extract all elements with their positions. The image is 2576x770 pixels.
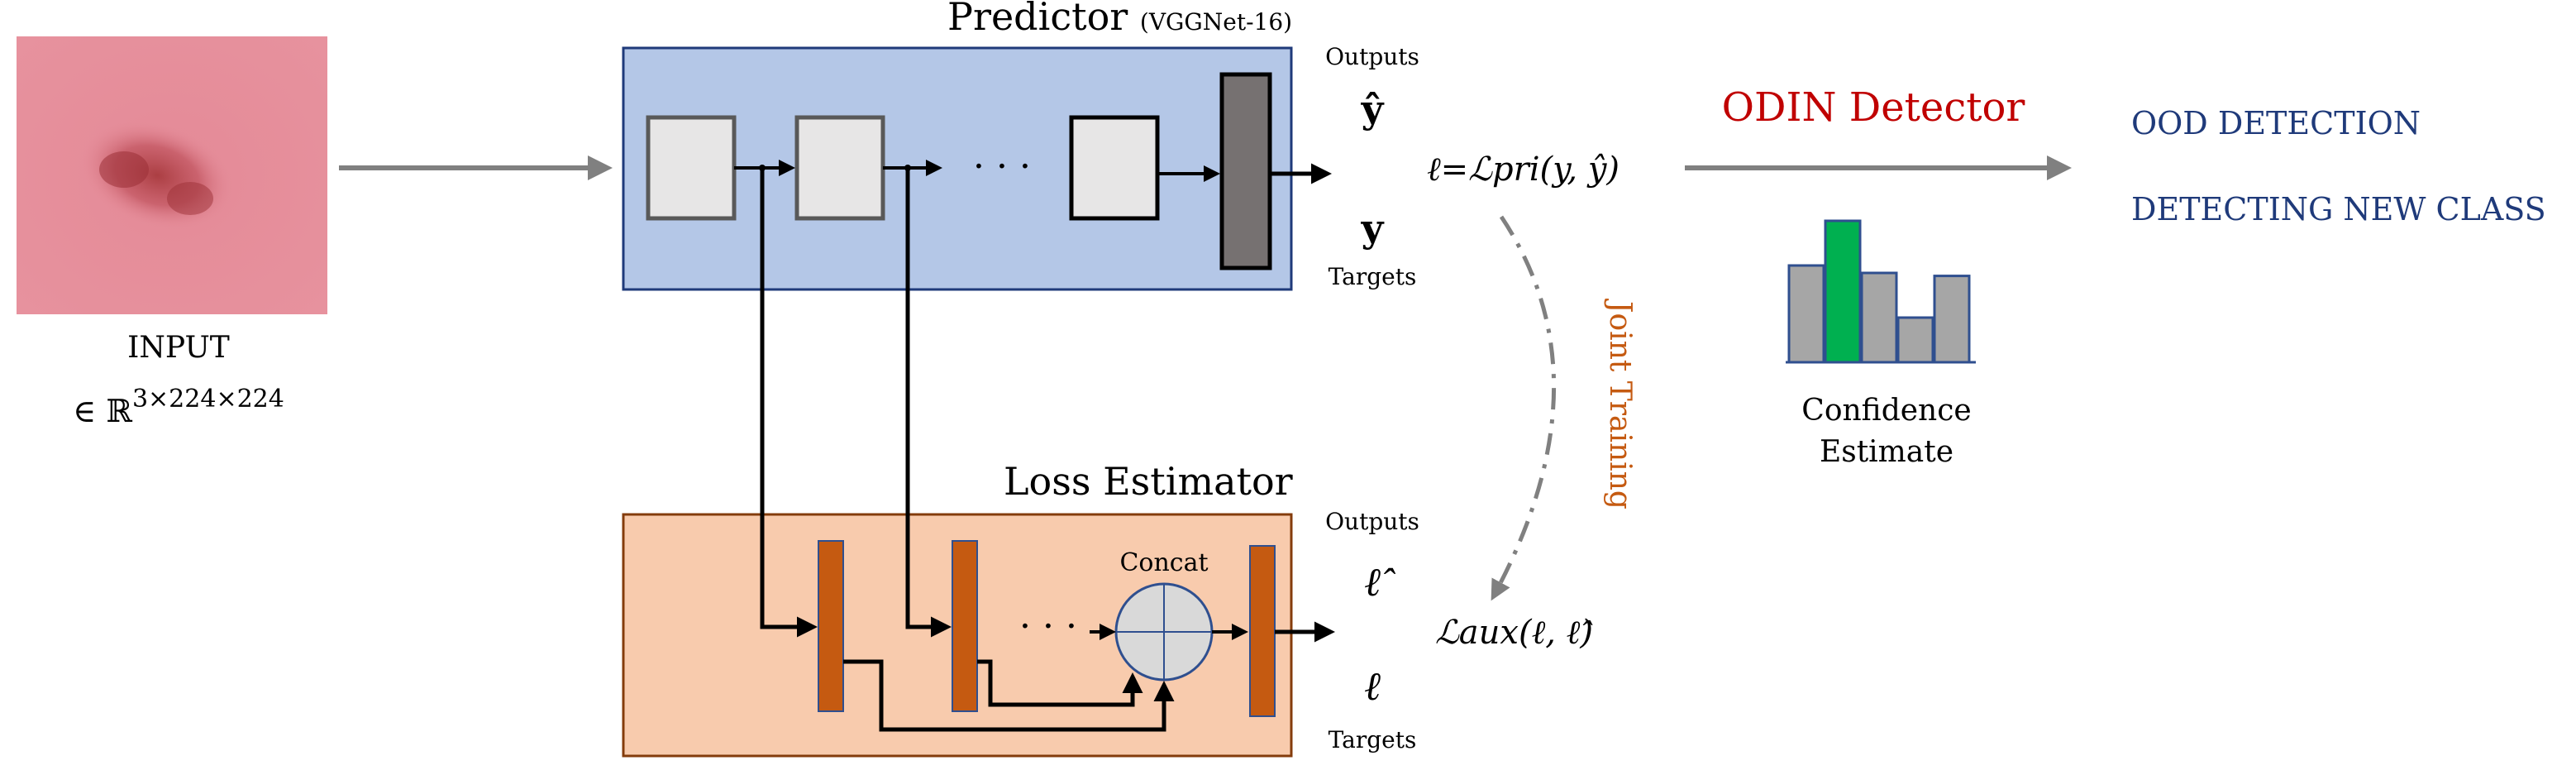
confidence-bar <box>1896 316 1934 364</box>
confidence-label-line2: Estimate <box>1820 435 1953 469</box>
predictor-output-layer <box>1219 72 1272 270</box>
predictor-title: Predictor (VGGNet-16) <box>947 0 1292 39</box>
confidence-bar <box>1933 275 1971 364</box>
predictor-title-text: Predictor <box>947 0 1128 39</box>
concat-node <box>1114 582 1214 682</box>
predictor-target-symbol: y <box>1361 206 1385 251</box>
predictor-layer-3 <box>1069 115 1160 221</box>
confidence-label-line1: Confidence <box>1801 394 1971 428</box>
loss-outputs-label: Outputs <box>1325 508 1419 535</box>
confidence-bar <box>1787 264 1825 364</box>
loss-target-symbol: ℓ <box>1364 663 1381 710</box>
input-dims-prefix: ∈ ℝ <box>73 393 132 429</box>
predictor-subtitle: (VGGNet-16) <box>1140 8 1292 36</box>
result-new-class: DETECTING NEW CLASS <box>2131 191 2546 227</box>
result-ood-detection: OOD DETECTION <box>2131 105 2421 141</box>
aux-loss-equation: ℒaux(ℓ, ℓ̂) <box>1435 614 1593 652</box>
predictor-layer-2 <box>794 115 885 221</box>
loss-layer-1 <box>818 540 844 712</box>
connector-layer2 <box>905 168 952 638</box>
joint-training-arrow <box>1491 215 1557 601</box>
input-image <box>17 36 327 314</box>
loss-output-layer <box>1249 545 1276 717</box>
odin-label: ODIN Detector <box>1722 84 2025 131</box>
confidence-histogram <box>1786 219 1976 364</box>
confidence-bar <box>1824 219 1862 364</box>
confidence-bar <box>1860 271 1898 364</box>
predictor-layer-1 <box>646 115 737 221</box>
loss-targets-label: Targets <box>1329 726 1417 753</box>
connector-skip-2 <box>977 659 1143 707</box>
connector-skip-1 <box>843 659 1175 732</box>
loss-output-symbol: ℓ̂ <box>1364 559 1395 605</box>
concat-label: Concat <box>1119 548 1208 577</box>
primary-loss-equation: ℓ=ℒpri(y, ŷ) <box>1427 151 1620 189</box>
primary-loss-text: ℓ=ℒpri(y, ŷ) <box>1427 151 1620 189</box>
loss-estimator-title: Loss Estimator <box>1004 459 1293 504</box>
loss-dots: · · · <box>1019 605 1077 648</box>
connector-layer1 <box>760 168 818 638</box>
predictor-dots: · · · <box>973 146 1031 188</box>
joint-training-label: Joint Training <box>1603 298 1637 509</box>
predictor-targets-label: Targets <box>1329 263 1417 290</box>
predictor-output-symbol: ŷ <box>1361 87 1385 132</box>
loss-layer-2 <box>952 540 978 712</box>
input-dims: ∈ ℝ3×224×224 <box>73 385 284 429</box>
input-dims-superscript: 3×224×224 <box>132 385 284 414</box>
predictor-outputs-label: Outputs <box>1325 43 1419 70</box>
input-label: INPUT <box>127 331 230 365</box>
